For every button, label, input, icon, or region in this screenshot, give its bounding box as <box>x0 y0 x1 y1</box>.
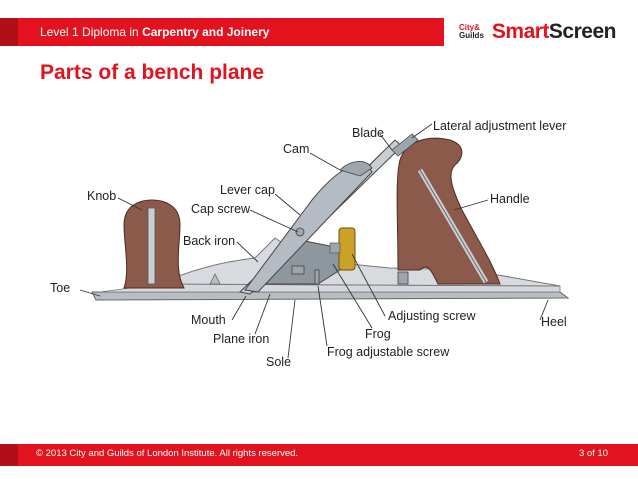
knob-screw <box>147 207 156 285</box>
label-blade: Blade <box>352 126 384 140</box>
page-title: Parts of a bench plane <box>40 61 265 84</box>
logo-screen: Screen <box>548 20 617 43</box>
logo-smart: Smart <box>491 20 550 43</box>
copyright-text: © 2013 City and Guilds of London Institu… <box>36 448 299 459</box>
page-number: 3 of 10 <box>578 448 608 459</box>
label-lateral-adjustment-lever: Lateral adjustment lever <box>433 119 566 133</box>
handle-shape <box>396 137 501 285</box>
label-handle: Handle <box>490 192 530 206</box>
label-mouth: Mouth <box>191 313 226 327</box>
adjusting-screw-wheel <box>338 227 356 271</box>
label-knob: Knob <box>87 189 116 203</box>
cap-screw-shape <box>295 227 305 237</box>
label-toe: Toe <box>50 281 70 295</box>
label-heel: Heel <box>541 315 567 329</box>
cam-shape <box>339 161 373 177</box>
label-back-iron: Back iron <box>183 234 235 248</box>
footer-accent <box>0 444 18 466</box>
course-title: Level 1 Diploma in Carpentry and Joinery <box>40 25 269 39</box>
logo-city: City& <box>459 23 480 32</box>
label-cam: Cam <box>283 142 309 156</box>
leader-lines <box>79 123 549 359</box>
logo-guilds: Guilds <box>459 31 484 40</box>
course-name: Carpentry and Joinery <box>142 25 270 39</box>
label-cap-screw: Cap screw <box>191 202 251 216</box>
label-frog-adjustable-screw: Frog adjustable screw <box>327 345 450 359</box>
label-adjusting-screw: Adjusting screw <box>388 309 477 323</box>
footer-bar: © 2013 City and Guilds of London Institu… <box>0 444 638 466</box>
lateral-lever-shape <box>391 133 419 157</box>
header-accent <box>0 18 18 46</box>
label-plane-iron: Plane iron <box>213 332 269 346</box>
label-sole: Sole <box>266 355 291 369</box>
header-bar <box>0 18 444 46</box>
label-frog: Frog <box>365 327 391 341</box>
city-guilds-logo: City& Guilds <box>459 24 484 40</box>
label-lever-cap: Lever cap <box>220 183 275 197</box>
course-prefix: Level 1 Diploma in <box>40 25 143 39</box>
